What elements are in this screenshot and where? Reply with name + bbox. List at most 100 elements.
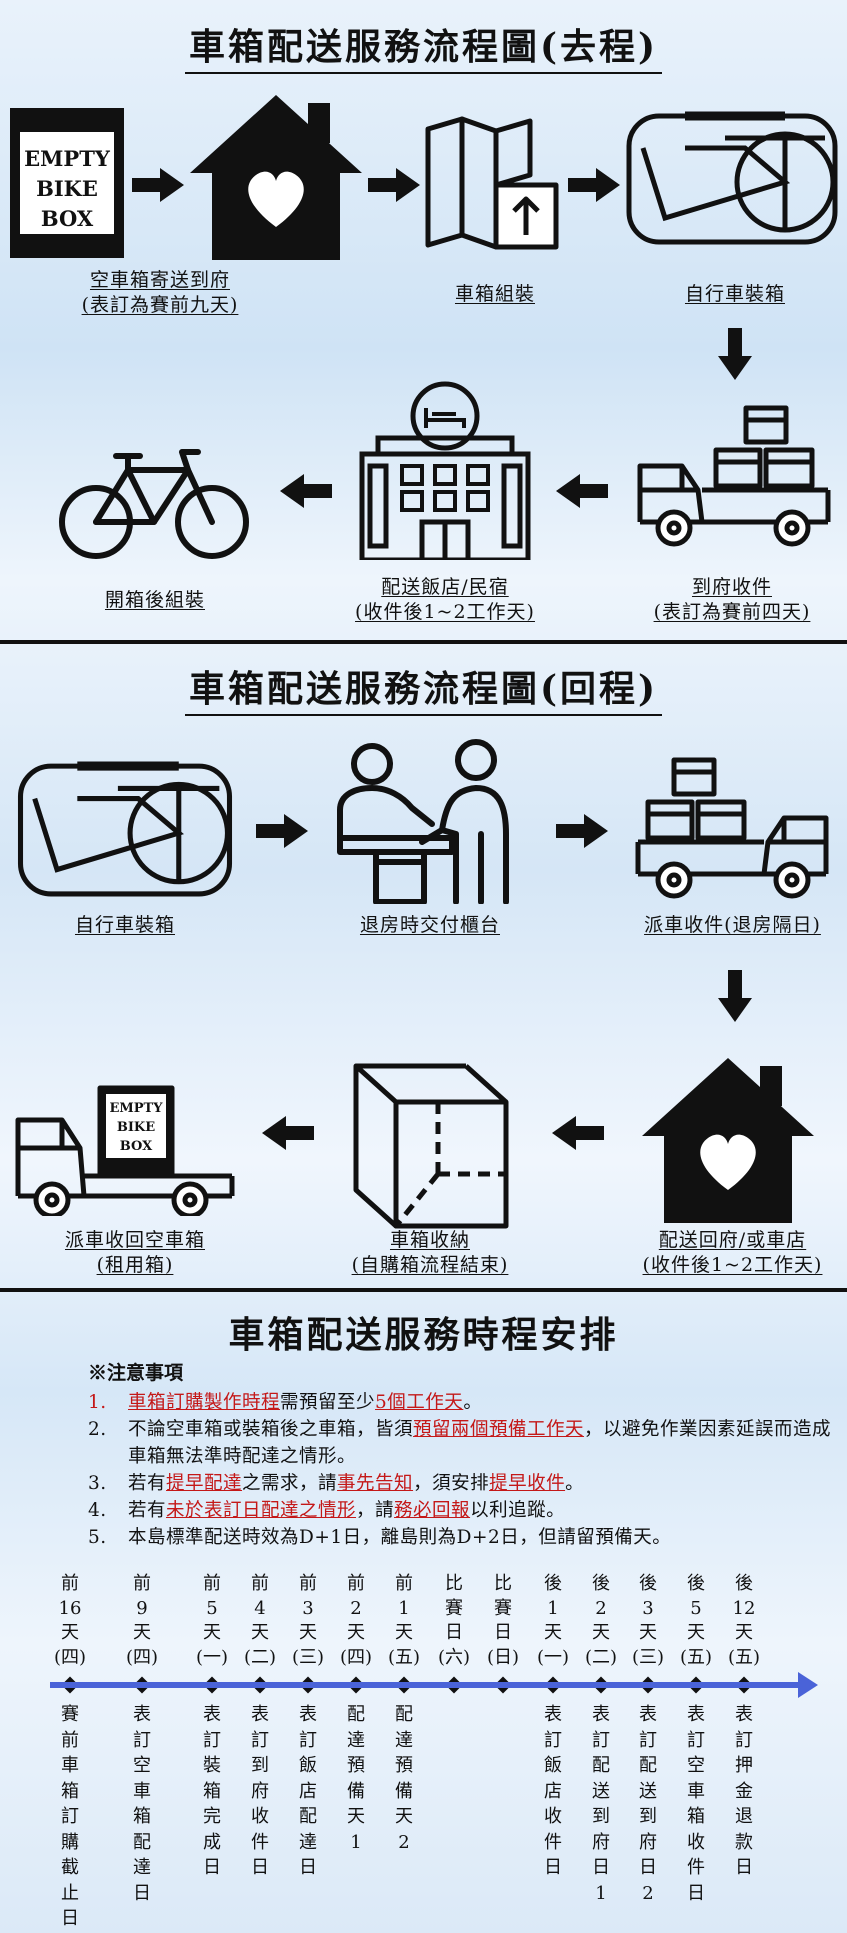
- timeline-day-char: 1: [547, 1597, 559, 1619]
- timeline-event-char: 2: [398, 1831, 410, 1853]
- timeline-event-char: 金: [735, 1780, 753, 1802]
- arrow-left-icon: [552, 1116, 604, 1154]
- note-fragment: ，須安排: [413, 1473, 490, 1494]
- timeline-event-label: 表訂飯店配達日: [286, 1702, 330, 1881]
- timeline-event-char: 收: [251, 1806, 269, 1827]
- empty-bike-box-icon: EMPTY BIKE BOX: [10, 108, 124, 258]
- timeline-day-char: 5: [690, 1597, 702, 1619]
- timeline-event-char: 府: [251, 1780, 269, 1802]
- note-text: 若有提早配達之需求，請事先告知，須安排提早收件。: [128, 1470, 838, 1497]
- timeline-event-char: 日: [687, 1882, 705, 1904]
- bicycle-icon: [58, 448, 250, 563]
- caption-return-home-shop: 配送回府/或車店 (收件後1~2工作天): [642, 1229, 823, 1276]
- note-highlight: 5個工作天: [375, 1392, 464, 1413]
- timeline-day-char: 3: [302, 1597, 314, 1619]
- timeline-event-char: 日: [251, 1857, 269, 1878]
- timeline-event-char: 府: [639, 1831, 657, 1853]
- timeline-event-char: 1: [350, 1831, 362, 1853]
- timeline-day-char: (二): [584, 1646, 618, 1668]
- note-fragment: 。: [463, 1392, 483, 1413]
- timeline-day-char: 天: [687, 1622, 705, 1643]
- note-fragment: 之需求，請: [242, 1473, 338, 1494]
- timeline-arrow-head: [798, 1672, 818, 1698]
- timeline-event-char: 件: [687, 1857, 705, 1878]
- timeline-event-char: 箱: [203, 1780, 221, 1802]
- timeline-day-char: 9: [136, 1597, 148, 1619]
- timeline-event-char: 店: [544, 1780, 562, 1802]
- timeline-day-char: 1: [398, 1597, 410, 1619]
- truck-empty-box-icon: EMPTY BIKE BOX: [14, 1076, 236, 1216]
- hotel-icon: [352, 380, 538, 560]
- schedule-title: 車箱配送服務時程安排: [228, 1314, 619, 1356]
- timeline-event-char: 賽: [61, 1704, 79, 1725]
- timeline-arrow-line: [50, 1682, 800, 1688]
- timeline-event-char: 訂: [735, 1729, 753, 1751]
- timeline-event-char: 表: [639, 1704, 657, 1725]
- timeline-day-char: 天: [395, 1622, 413, 1643]
- timeline-event-char: 配: [299, 1806, 317, 1827]
- timeline-event-char: 空: [133, 1755, 151, 1776]
- timeline-event-char: 止: [61, 1882, 79, 1904]
- timeline-event-char: 退: [735, 1806, 753, 1827]
- timeline-event-char: 訂: [299, 1729, 317, 1751]
- truck-box-label-3: BOX: [120, 1139, 153, 1154]
- timeline-event-char: 飯: [299, 1755, 317, 1776]
- timeline-event-char: 日: [299, 1857, 317, 1878]
- note-number: 2.: [88, 1419, 107, 1440]
- note-number: 3.: [88, 1473, 107, 1494]
- timeline-event-char: 備: [395, 1780, 413, 1802]
- timeline-day-char: (四): [339, 1646, 373, 1668]
- note-text: 若有未於表訂日配達之情形，請務必回報以利追蹤。: [128, 1497, 838, 1524]
- caption-dispatch-pickup: 派車收件(退房隔日): [644, 914, 821, 936]
- timeline-event-label: 表訂裝箱完成日: [190, 1702, 234, 1881]
- timeline-day-char: 後: [639, 1573, 657, 1594]
- timeline-day-char: 天: [592, 1622, 610, 1643]
- note-highlight: 務必回報: [394, 1500, 471, 1521]
- note-highlight: 預留兩個預備工作天: [413, 1419, 585, 1440]
- timeline-event-char: 箱: [133, 1806, 151, 1827]
- timeline-day-char: 前: [299, 1573, 317, 1594]
- timeline-event-char: 訂: [133, 1729, 151, 1751]
- note-highlight: 車箱訂購製作時程: [128, 1392, 281, 1413]
- caption-unpack-assemble: 開箱後組裝: [104, 589, 205, 611]
- timeline-event-char: 訂: [639, 1729, 657, 1751]
- box-label-line-1: EMPTY: [24, 146, 111, 171]
- outbound-title: 車箱配送服務流程圖(去程): [0, 18, 847, 74]
- timeline-event-char: 訂: [251, 1729, 269, 1751]
- timeline-event-char: 收: [544, 1806, 562, 1827]
- timeline-day-char: (三): [631, 1646, 665, 1668]
- timeline-event-char: 表: [203, 1704, 221, 1725]
- timeline-day-char: (五): [679, 1646, 713, 1668]
- timeline-event-char: 前: [61, 1729, 79, 1751]
- arrow-right-icon: [556, 814, 608, 852]
- timeline-event-char: 到: [592, 1806, 610, 1827]
- timeline-day-char: (三): [291, 1646, 325, 1668]
- note-fragment: 以利追蹤。: [470, 1500, 566, 1521]
- notes-list: 1.車箱訂購製作時程需預留至少5個工作天。2.不論空車箱或裝箱後之車箱，皆須預留…: [58, 1389, 838, 1551]
- arrow-down-icon: [718, 328, 752, 384]
- note-number: 4.: [88, 1500, 107, 1521]
- timeline-day-char: (一): [195, 1646, 229, 1668]
- note-highlight: 提早收件: [489, 1473, 566, 1494]
- timeline-event-char: 款: [735, 1831, 753, 1853]
- arrow-left-icon: [262, 1116, 314, 1154]
- arrow-right-icon: [132, 168, 184, 206]
- timeline-event-char: 箱: [687, 1806, 705, 1827]
- note-number: 1.: [88, 1392, 107, 1413]
- timeline-event-char: 到: [639, 1806, 657, 1827]
- timeline-event-char: 送: [592, 1780, 610, 1802]
- timeline-event-char: 表: [251, 1704, 269, 1725]
- timeline-day-char: 天: [735, 1622, 753, 1643]
- timeline-event-char: 件: [544, 1831, 562, 1853]
- arrow-left-icon: [280, 474, 332, 512]
- note-text: 車箱訂購製作時程需預留至少5個工作天。: [128, 1389, 838, 1416]
- timeline-event-char: 車: [133, 1780, 151, 1802]
- timeline-event-char: 押: [735, 1755, 753, 1776]
- timeline-day-label: 比賽日(六): [432, 1572, 476, 1670]
